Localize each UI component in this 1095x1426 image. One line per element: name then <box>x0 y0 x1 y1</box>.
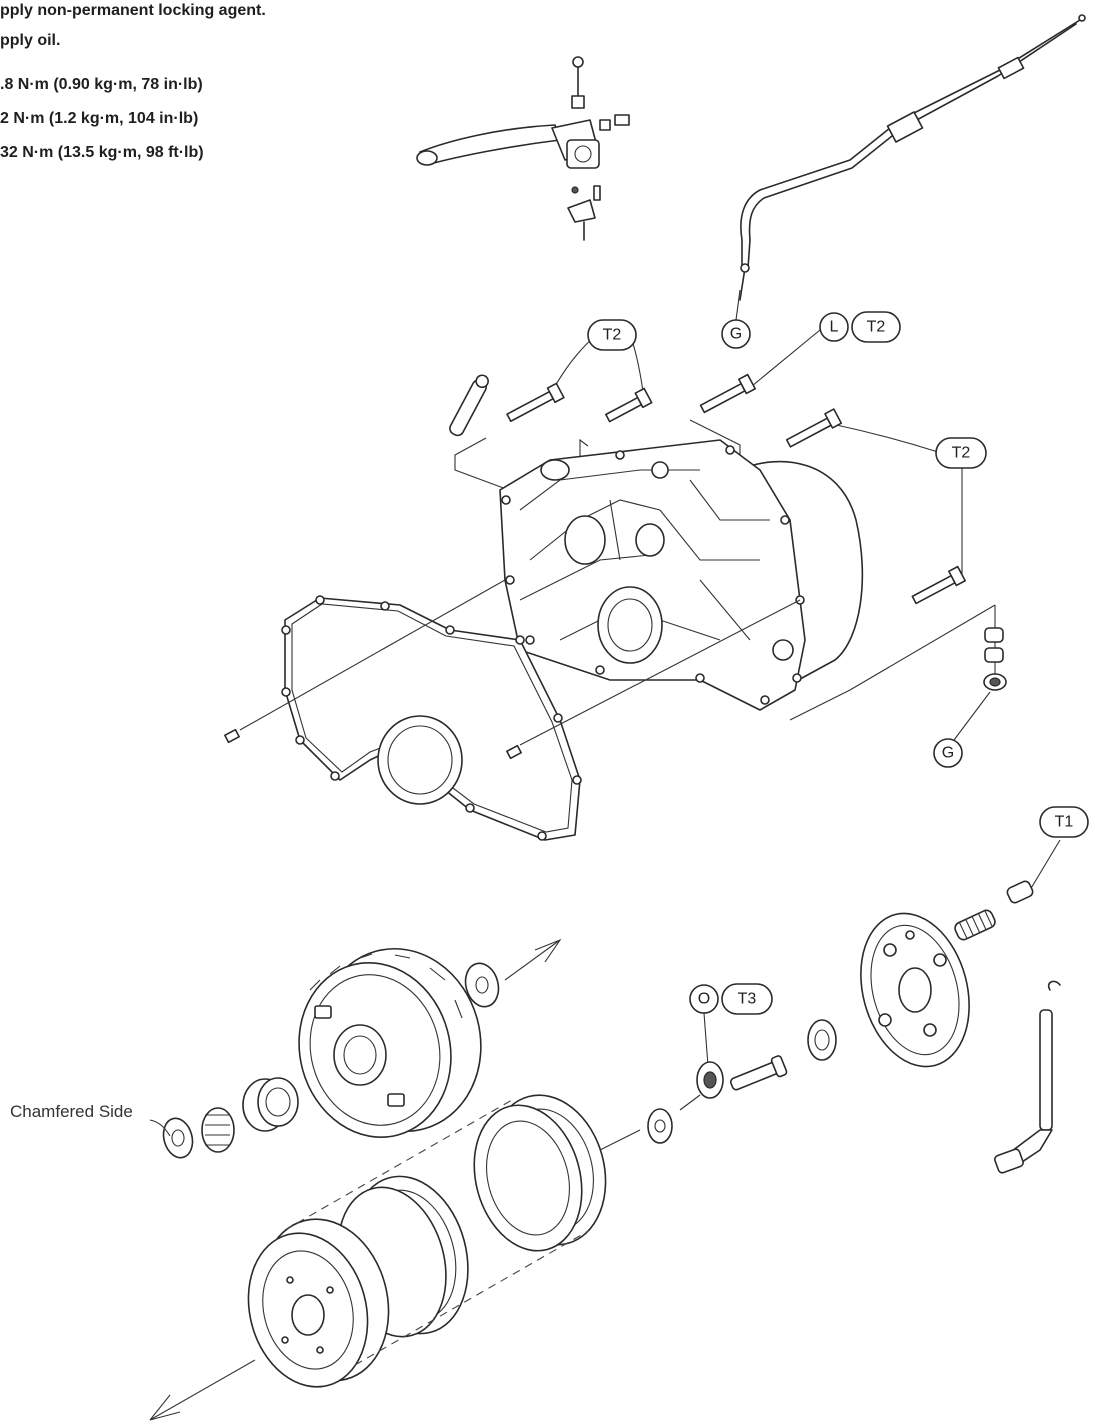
thrust-washer-chamfered <box>149 1117 194 1159</box>
needle-bearing <box>201 1077 299 1153</box>
callout-g-seal: G <box>933 691 991 768</box>
legend-line-torque-t1: .8 N·m (0.90 kg·m, 78 in·lb) <box>0 76 203 93</box>
callout-o-text: O <box>698 991 710 1008</box>
legend-line-torque-t3: 32 N·m (13.5 kg·m, 98 ft·lb) <box>0 144 204 161</box>
callout-t2-top: T2 <box>553 319 645 399</box>
callout-l-text: L <box>830 319 839 336</box>
release-shaft <box>994 980 1061 1174</box>
callout-t1: T1 <box>1029 806 1089 891</box>
explode-axes <box>149 1094 701 1421</box>
callout-t2-right-text: T2 <box>952 445 971 462</box>
hub-nut <box>696 1061 724 1099</box>
cover-gasket <box>281 595 582 841</box>
clutch-housing <box>298 947 482 1138</box>
callout-g-cable: G <box>721 289 751 349</box>
legend-line-oil: pply oil. <box>0 32 61 49</box>
legend-line-locking-agent: pply non-permanent locking agent. <box>0 2 266 19</box>
chamfered-side-label: Chamfered Side <box>10 1102 133 1121</box>
callout-t1-text: T1 <box>1055 814 1074 831</box>
callout-g-seal-text: G <box>942 745 954 762</box>
pushrod <box>729 1055 788 1091</box>
callout-t3-text: T3 <box>738 991 757 1008</box>
clutch-cable <box>739 14 1086 301</box>
callout-t2-top-text: T2 <box>603 327 622 344</box>
callout-t2-right: T2 <box>831 423 987 575</box>
clutch-hub <box>247 1218 390 1388</box>
release-bearing <box>807 1019 837 1061</box>
thrust-washer-top <box>464 938 562 1008</box>
thrust-washer-mid <box>647 1108 673 1144</box>
callout-l-t2: L T2 <box>751 311 901 387</box>
seal-stack <box>789 604 1007 721</box>
callout-g-cable-text: G <box>730 326 742 343</box>
legend-line-torque-t2: 2 N·m (1.2 kg·m, 104 in·lb) <box>0 110 199 127</box>
clutch-lever <box>416 56 630 241</box>
callout-o-t3: O T3 <box>689 983 773 1067</box>
clutch-cover <box>499 439 864 711</box>
spring-bolt <box>954 880 1034 941</box>
callout-t2-cover-text: T2 <box>867 319 886 336</box>
dowel-pins <box>224 579 801 760</box>
cover-bolts <box>449 373 966 605</box>
pressure-plate <box>860 912 970 1068</box>
